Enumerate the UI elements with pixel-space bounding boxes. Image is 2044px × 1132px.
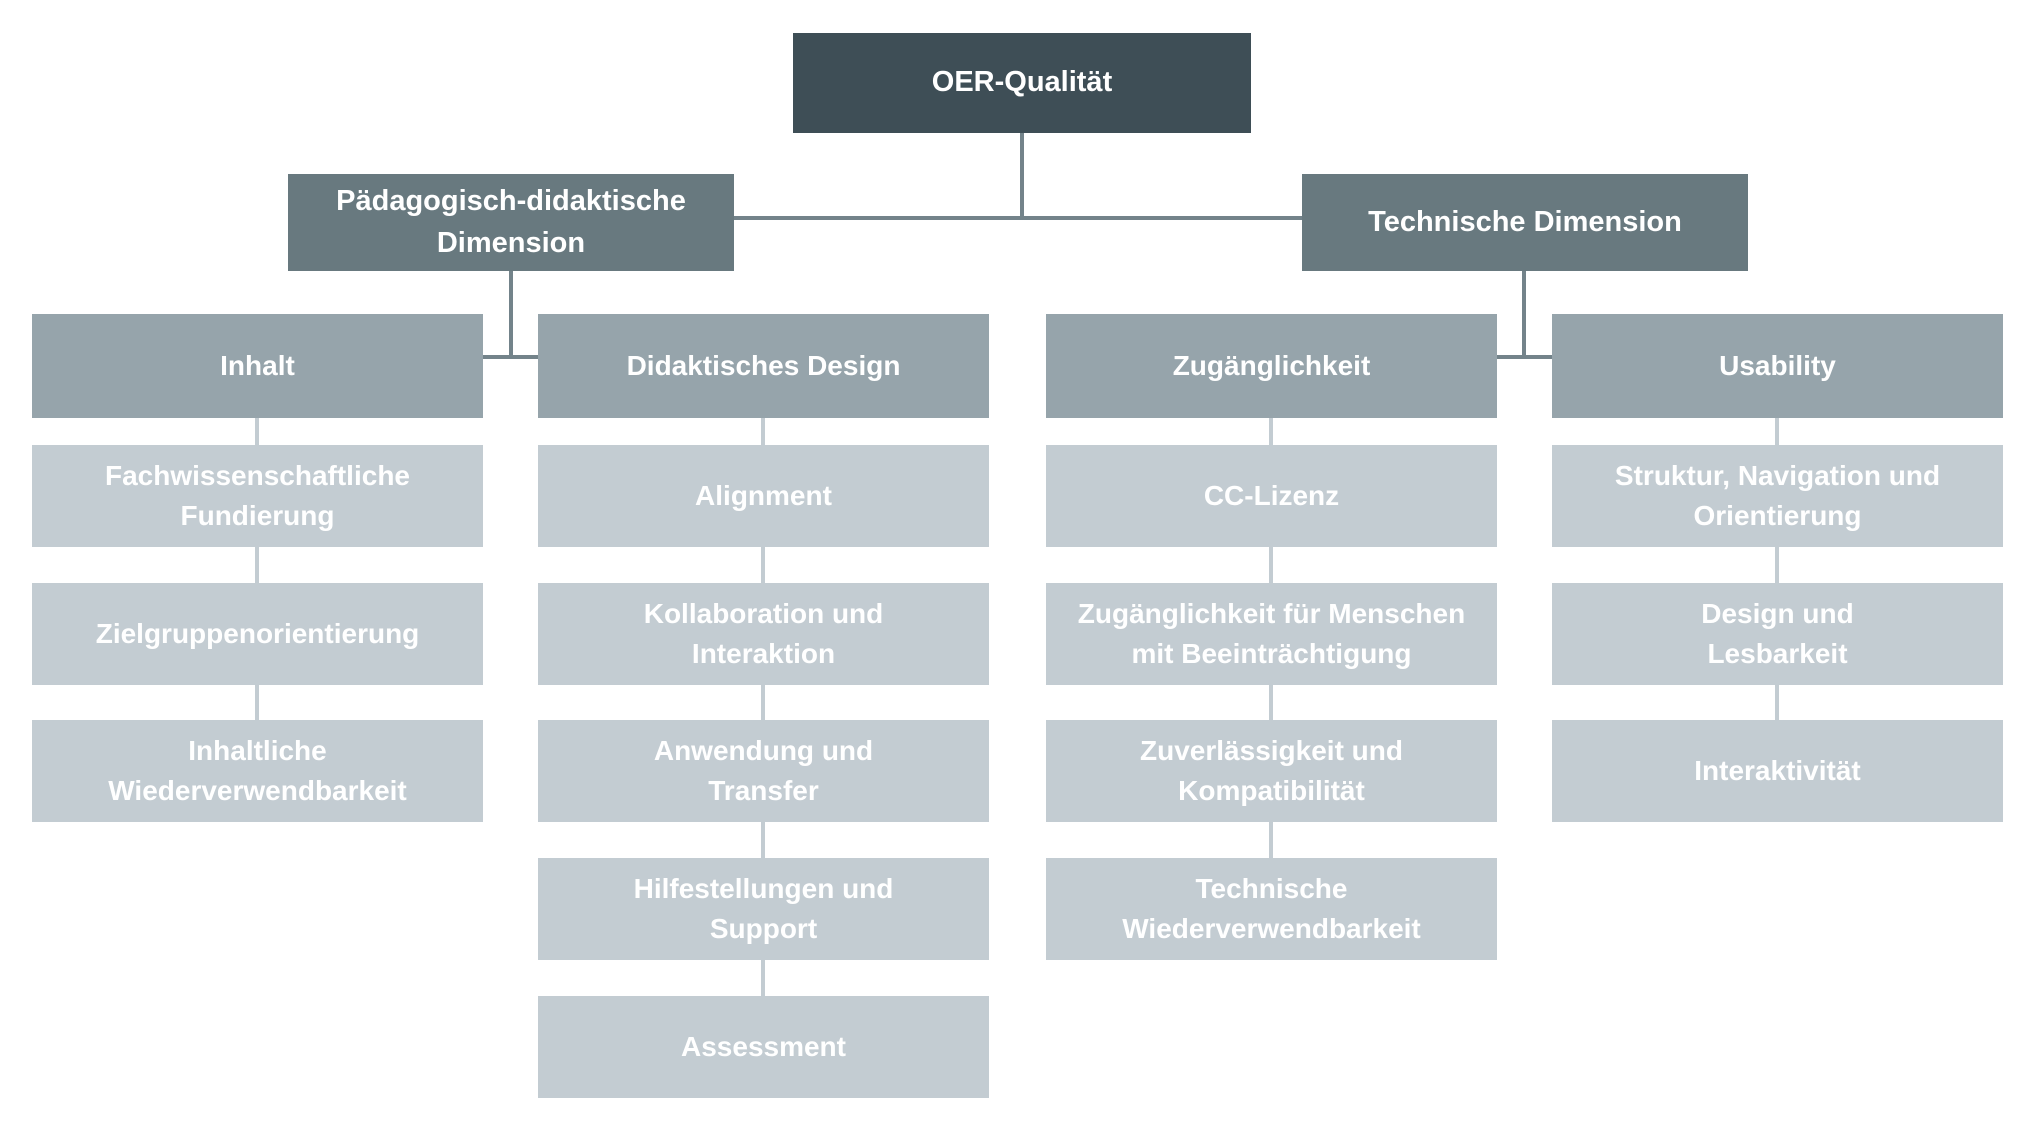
criterion-box-fachwissenschaftliche-fundierung: Fachwissenschaftliche Fundierung — [32, 445, 483, 547]
connector-usability-3 — [1775, 685, 1779, 720]
criterion-box-inhaltliche-wiederverwendbarkeit: Inhaltliche Wiederverwendbarkeit — [32, 720, 483, 822]
connector-didaktik-1 — [761, 418, 765, 445]
connector-zugaenglichkeit-3 — [1269, 685, 1273, 720]
criterion-box-kollaboration-und-interaktion: Kollaboration und Interaktion — [538, 583, 989, 685]
connector-didaktik-3 — [761, 685, 765, 720]
category-box-zugaenglichkeit: Zugänglichkeit — [1046, 314, 1497, 418]
criterion-box-zielgruppenorientierung: Zielgruppenorientierung — [32, 583, 483, 685]
connector-zugaenglichkeit-2 — [1269, 547, 1273, 583]
connector-inhalt-3 — [255, 685, 259, 720]
connector-zugaenglichkeit-4 — [1269, 822, 1273, 858]
dimension-box-paedagogisch-didaktisch: Pädagogisch-didaktische Dimension — [288, 174, 734, 271]
criterion-box-design-und-lesbarkeit: Design und Lesbarkeit — [1552, 583, 2003, 685]
connector-didaktik-2 — [761, 547, 765, 583]
criterion-box-zugaenglichkeit-fuer-menschen: Zugänglichkeit für Menschen mit Beeinträ… — [1046, 583, 1497, 685]
criterion-box-technische-wiederverwendbarkeit: Technische Wiederverwendbarkeit — [1046, 858, 1497, 960]
criterion-box-anwendung-und-transfer: Anwendung und Transfer — [538, 720, 989, 822]
category-box-didaktisches-design: Didaktisches Design — [538, 314, 989, 418]
criterion-box-interaktivitaet: Interaktivität — [1552, 720, 2003, 822]
dimension-box-technisch: Technische Dimension — [1302, 174, 1748, 271]
root-box-oer-qualitaet: OER-Qualität — [793, 33, 1251, 133]
connector-usability-2 — [1775, 547, 1779, 583]
criterion-box-struktur-navigation-orientierung: Struktur, Navigation und Orientierung — [1552, 445, 2003, 547]
connector-main-horizontal — [734, 216, 1302, 220]
criterion-box-hilfestellungen-und-support: Hilfestellungen und Support — [538, 858, 989, 960]
criterion-box-cc-lizenz: CC-Lizenz — [1046, 445, 1497, 547]
connector-zugaenglichkeit-1 — [1269, 418, 1273, 445]
connector-technisch-vertical — [1522, 271, 1526, 359]
connector-didaktik-4 — [761, 822, 765, 858]
criterion-box-assessment: Assessment — [538, 996, 989, 1098]
connector-technisch-stub — [1497, 355, 1552, 359]
connector-root-vertical — [1020, 133, 1024, 219]
category-box-inhalt: Inhalt — [32, 314, 483, 418]
category-box-usability: Usability — [1552, 314, 2003, 418]
connector-didaktik-5 — [761, 960, 765, 996]
connector-paedagogisch-vertical — [509, 271, 513, 359]
connector-paedagogisch-stub — [483, 355, 538, 359]
connector-inhalt-1 — [255, 418, 259, 445]
criterion-box-alignment: Alignment — [538, 445, 989, 547]
connector-usability-1 — [1775, 418, 1779, 445]
criterion-box-zuverlaessigkeit-und-kompatibilitaet: Zuverlässigkeit und Kompatibilität — [1046, 720, 1497, 822]
connector-inhalt-2 — [255, 547, 259, 583]
